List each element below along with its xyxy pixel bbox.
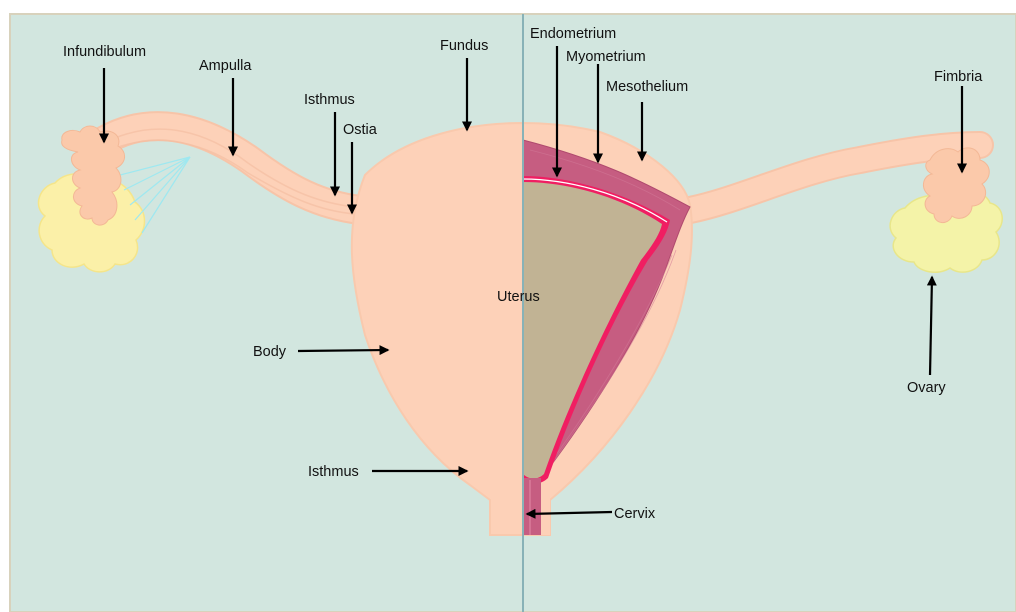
label-isthmus-uterus: Isthmus (308, 464, 359, 480)
cervix-canal (523, 478, 541, 535)
label-isthmus-tube: Isthmus (304, 92, 355, 108)
label-ampulla: Ampulla (199, 58, 252, 74)
label-mesothelium: Mesothelium (606, 79, 688, 95)
label-endometrium: Endometrium (530, 26, 616, 42)
label-uterus: Uterus (497, 289, 540, 305)
label-fimbria: Fimbria (934, 69, 983, 85)
label-ovary: Ovary (907, 380, 946, 396)
label-myometrium: Myometrium (566, 49, 646, 65)
label-cervix: Cervix (614, 506, 656, 522)
body-arrow (298, 350, 388, 351)
label-fundus: Fundus (440, 38, 488, 54)
label-infundibulum: Infundibulum (63, 44, 146, 60)
label-body: Body (253, 344, 287, 360)
label-ostia: Ostia (343, 122, 378, 138)
